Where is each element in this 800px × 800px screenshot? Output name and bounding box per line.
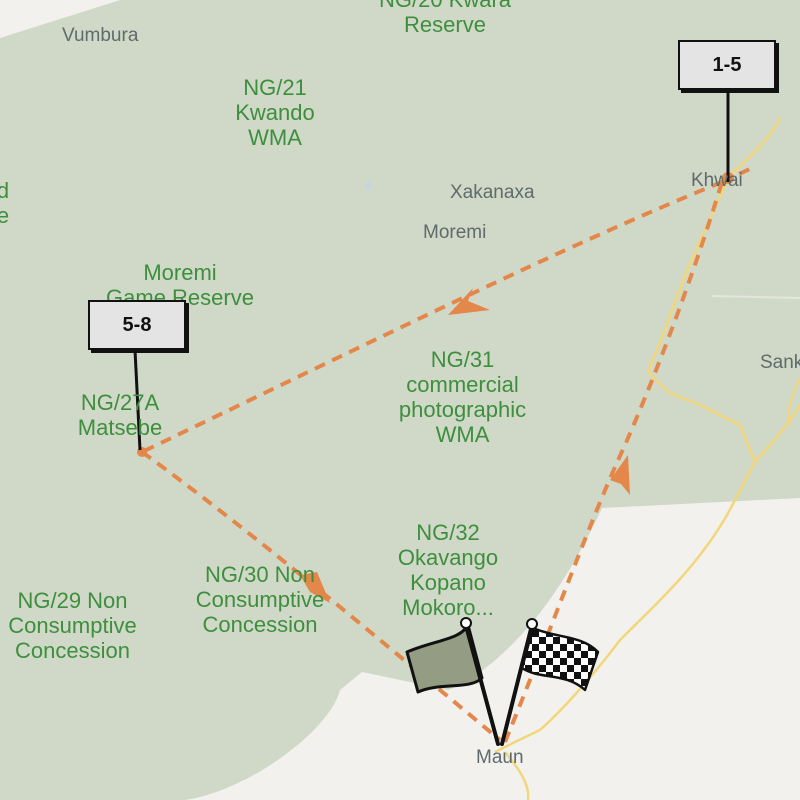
flag-pole xyxy=(463,620,500,746)
area-label[interactable]: NG/27A Matsebe xyxy=(77,390,163,440)
road xyxy=(754,404,800,463)
flag-pole-cap xyxy=(460,617,472,629)
route-direction-arrow-icon xyxy=(300,572,330,603)
area-label[interactable]: NG/29 Non Consumptive Concession xyxy=(8,588,137,663)
place-label[interactable]: Moremi xyxy=(423,222,487,243)
area-boundary xyxy=(711,295,800,299)
route-line xyxy=(141,180,723,454)
flag-pole-cap xyxy=(526,618,538,630)
stage-sign-5-8[interactable]: 5-8 xyxy=(88,300,186,350)
checkered-flag-icon xyxy=(520,626,600,692)
stage-sign-1-5[interactable]: 1-5 xyxy=(678,40,776,90)
place-label[interactable]: Maun xyxy=(476,747,524,768)
area-label[interactable]: NG/20 Kwara Reserve xyxy=(379,0,511,37)
sign-post xyxy=(133,349,142,451)
place-label[interactable]: Sank xyxy=(760,352,800,373)
road xyxy=(504,751,530,800)
place-label[interactable]: Xakanaxa xyxy=(450,182,535,203)
road xyxy=(787,377,800,426)
area-label[interactable]: NG/21 Kwando WMA xyxy=(235,75,315,150)
place-label[interactable]: Khwai xyxy=(691,170,743,191)
water-marker-icon xyxy=(364,180,372,190)
route-direction-arrow-icon xyxy=(610,455,630,495)
stage-sign-label: 1-5 xyxy=(712,53,742,76)
area-label[interactable]: NG/31 commercial photographic WMA xyxy=(398,347,527,447)
place-label[interactable]: Vumbura xyxy=(62,25,139,46)
stage-sign-label: 5-8 xyxy=(122,313,152,336)
area-label[interactable]: NG/32 Okavango Kopano Mokoro... xyxy=(397,520,499,620)
area-label[interactable]: NG/30 Non Consumptive Concession xyxy=(195,562,325,637)
flag-pole xyxy=(500,623,534,746)
area-label[interactable]: d e xyxy=(0,178,10,228)
route-direction-arrow-icon xyxy=(448,288,490,315)
